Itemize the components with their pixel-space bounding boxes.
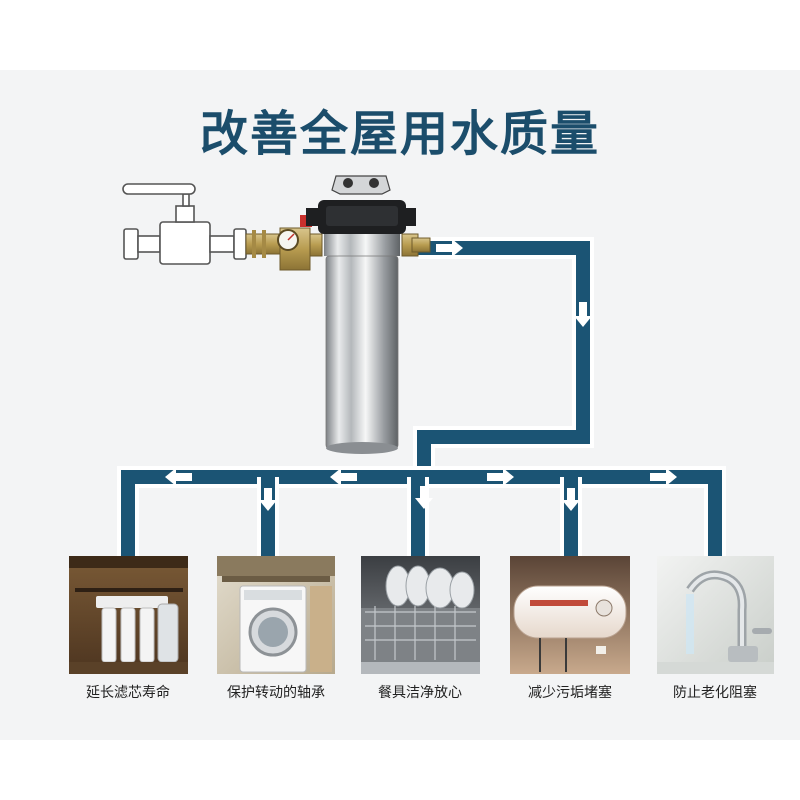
washing-machine-photo <box>217 556 335 674</box>
water-heater-photo <box>510 556 630 674</box>
caption-clean-dishes: 餐具洁净放心 <box>378 685 462 701</box>
flow-arrow-icon <box>487 468 514 486</box>
flow-arrow-icon <box>574 302 592 327</box>
caption-extend-filter-life: 延长滤芯寿命 <box>86 685 170 701</box>
page-title: 改善全屋用水质量 <box>199 106 600 162</box>
flow-arrow-icon <box>330 468 357 486</box>
flow-arrow-icon <box>165 468 192 486</box>
flow-arrow-icon <box>650 468 677 486</box>
caption-protect-bearings: 保护转动的轴承 <box>227 685 325 701</box>
inlet-fittings <box>245 215 323 271</box>
flow-arrow-icon <box>415 486 433 509</box>
flow-arrow-icon <box>259 488 277 511</box>
flow-arrow-icon <box>436 239 463 257</box>
flow-arrows <box>165 239 677 511</box>
faucet-photo <box>657 556 774 674</box>
pipe-network <box>117 237 726 556</box>
flow-arrow-icon <box>562 488 580 511</box>
water-filter-icon <box>306 175 431 454</box>
caption-reduce-scale-clogging: 减少污垢堵塞 <box>528 685 612 701</box>
dishwasher-photo <box>361 556 480 674</box>
ro-purifier-photo <box>69 556 188 674</box>
valve-icon <box>122 183 247 265</box>
caption-prevent-aging: 防止老化阻塞 <box>673 685 757 701</box>
pressure-gauge-icon <box>277 229 299 251</box>
